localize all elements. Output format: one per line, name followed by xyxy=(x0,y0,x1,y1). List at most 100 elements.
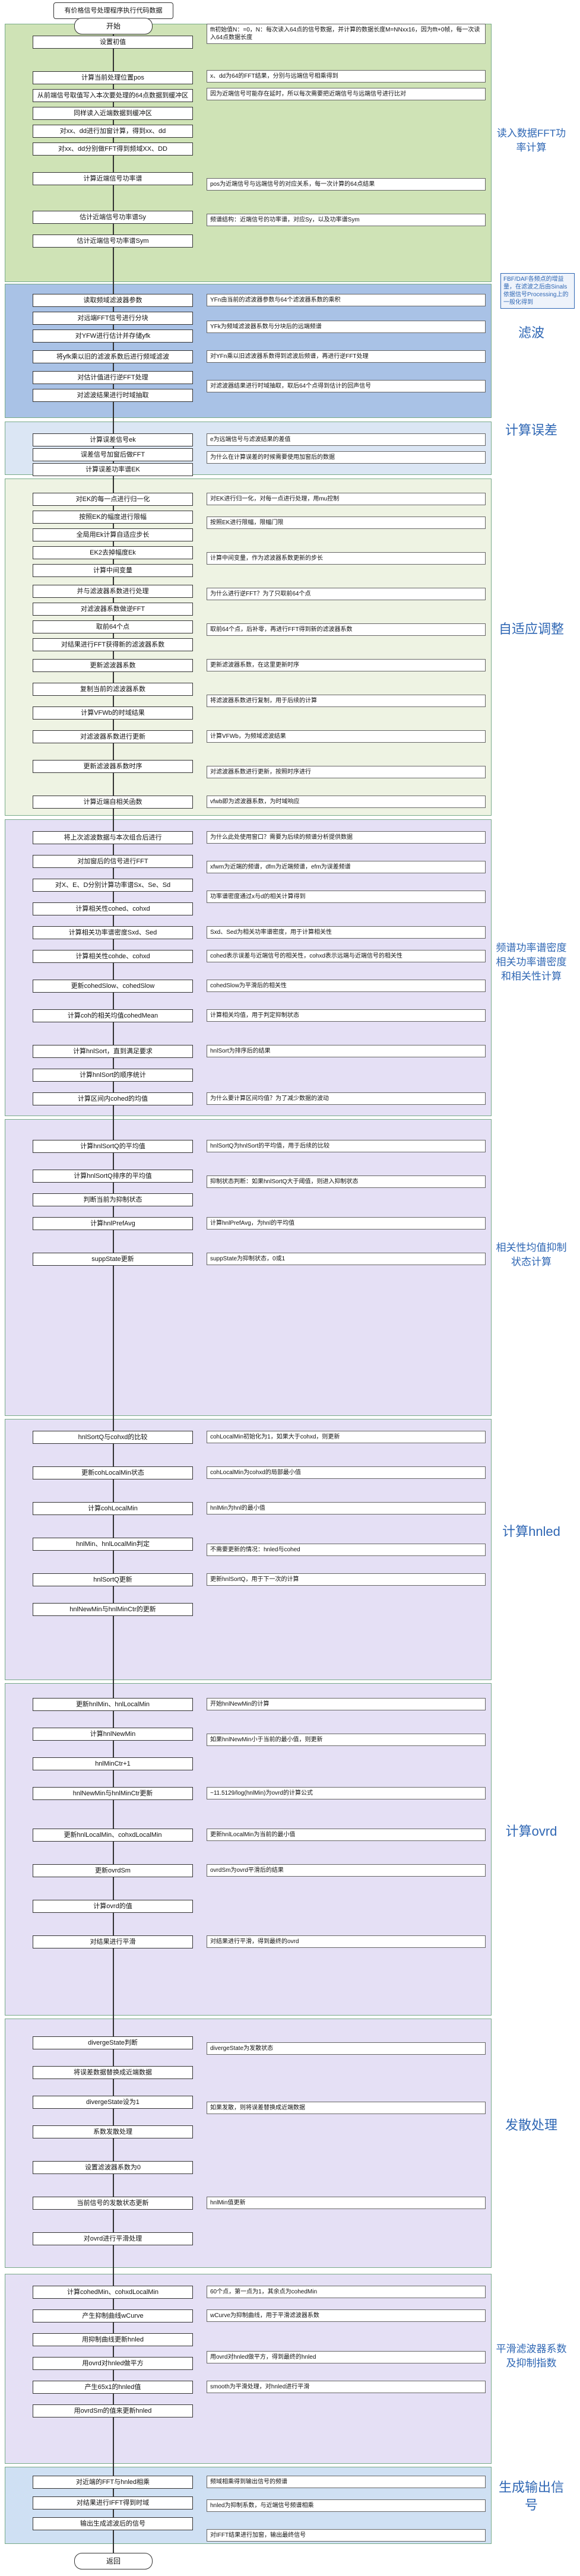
process-step: 计算hnlNewMin xyxy=(33,1728,193,1741)
process-step: 估计近端信号功率谱Sym xyxy=(33,235,193,248)
process-step: 计算近端信号功率谱 xyxy=(33,172,193,185)
annotation-note: 抑制状态判断：如果hnlSortQ大于阈值，则进入抑制状态 xyxy=(207,1175,486,1188)
process-step: 对滤波器系数进行更新 xyxy=(33,730,193,743)
annotation-note: hnlSortQ为hnlSort的平均值，用于后续的比较 xyxy=(207,1140,486,1152)
annotation-note: cohLocalMin为cohxd的局部最小值 xyxy=(207,1466,486,1479)
section-title-hnled: 计算hnled xyxy=(502,1524,560,1539)
annotation-note: 将滤波器系数进行复制，用于后续的计算 xyxy=(207,695,486,707)
section-title-divergence: 发散处理 xyxy=(505,2118,557,2133)
annotation-note: 频域相乘得到输出信号的频谱 xyxy=(207,2476,486,2488)
annotation-note: wCurve为抑制曲线，用于平滑滤波器系数 xyxy=(207,2309,486,2322)
annotation-note: hnlSort为排序后的结果 xyxy=(207,1045,486,1057)
process-step: 计算中间变量 xyxy=(33,564,193,577)
process-step: 将误差数据替换成近端数据 xyxy=(33,2066,193,2079)
annotation-note: hnlMin值更新 xyxy=(207,2197,486,2209)
process-step: 从前端信号取值写入本次要处理的64点数据到缓冲区 xyxy=(33,89,193,102)
process-step: 更新hnlLocalMin、cohxdLocalMin xyxy=(33,1829,193,1842)
process-step: 产生抑制曲线wCurve xyxy=(33,2309,193,2322)
process-step: hnlMinCtr+1 xyxy=(33,1757,193,1770)
process-step: 对YFW进行估计并存储yfk xyxy=(33,329,193,343)
process-step: 复制当前的滤波器系数 xyxy=(33,683,193,696)
annotation-note: 对滤波器结果进行时域抽取，取后64个点得到估计的回声信号 xyxy=(207,380,486,392)
process-step: 计算ovrd的值 xyxy=(33,1900,193,1913)
process-step: EK2去掉幅度Ek xyxy=(33,546,193,559)
annotation-note: pos为近端信号与远端信号的对应关系，每一次计算的64点结果 xyxy=(207,178,486,191)
process-step: 对结果进行IFFT得到时域 xyxy=(33,2496,193,2510)
process-step: 计算VFWb的时域结果 xyxy=(33,706,193,720)
section-title-filter: 滤波 xyxy=(518,325,544,340)
process-step: 更新hnlMin、hnlLocalMin xyxy=(33,1698,193,1711)
process-step: 计算区间内cohed的均值 xyxy=(33,1092,193,1105)
annotation-note: 功率谱密度通过x与d的相关计算得到 xyxy=(207,891,486,903)
annotation-note: YFk为频域滤波器系数与分块后的远端频谱 xyxy=(207,321,486,333)
process-step: 计算hnlSortQ排序的平均值 xyxy=(33,1170,193,1183)
section-title-density: 频谱功率谱密度相关功率谱密度和相关性计算 xyxy=(496,942,567,982)
process-step: 对加窗后的信号进行FFT xyxy=(33,855,193,868)
annotation-note: 更新hnlLocalMin为当前的最小值 xyxy=(207,1829,486,1841)
process-step: hnlNewMin与hnlMinCtr更新 xyxy=(33,1787,193,1800)
process-step: 计算cohedMin、cohxdLocalMin xyxy=(33,2286,193,2299)
section-title-fft: 读入数据FFT功率计算 xyxy=(496,127,566,153)
annotation-note: 用ovrd对hnled做平方，得到最终的hnled xyxy=(207,2351,486,2363)
process-step: 对滤波器系数做逆FFT xyxy=(33,603,193,616)
annotation-note: 对EK进行归一化，对每一点进行处理，用mu控制 xyxy=(207,493,486,505)
process-step: 取前64个点 xyxy=(33,620,193,633)
process-step: 计算相关性cohed、cohxd xyxy=(33,902,193,915)
process-step: divergeState设为1 xyxy=(33,2096,193,2109)
annotation-note: 频谱结构：近端信号的功率谱，对应Sy，以及功率谱Sym xyxy=(207,214,486,226)
annotation-note: 对YFn乘以旧滤波器系数得到滤波后频谱，再进行逆FFT处理 xyxy=(207,350,486,363)
process-step: 用ovrdSm的值来更新hnled xyxy=(33,2404,193,2417)
annotation-note: 因为近端信号可能存在延时，所以每次需要把近端信号与远端信号进行比对 xyxy=(207,88,486,100)
annotation-note: Sxd、Sed为相关功率谱密度，用于计算相关性 xyxy=(207,926,486,939)
annotation-note: 为什么在计算误差的时候需要使用加窗后的数据 xyxy=(207,451,486,464)
process-step: 系数发散处理 xyxy=(33,2125,193,2138)
annotation-note: 计算hnlPrefAvg，为hnl的平均值 xyxy=(207,1217,486,1230)
process-step: hnlSortQ更新 xyxy=(33,1573,193,1586)
annotation-note: 计算VFWb，为频域滤波结果 xyxy=(207,730,486,743)
annotation-note: 更新hnlSortQ，用于下一次的计算 xyxy=(207,1573,486,1586)
annotation-note: fft初始值N：=0，N：每次读入64点的信号数据，并计算的数据长度M=NNxx… xyxy=(207,24,486,44)
end-terminal: 返回 xyxy=(74,2553,153,2569)
annotation-note: hnled为抑制系数，与近端信号频谱相乘 xyxy=(207,2499,486,2512)
annotation-note: 开始hnlNewMin的计算 xyxy=(207,1698,486,1710)
annotation-note: hnlMin为hnl的最小值 xyxy=(207,1502,486,1514)
annotation-note: ~11.5129/log(hnlMin)为ovrd的计算公式 xyxy=(207,1787,486,1799)
process-step: 对X、E、D分别计算功率谱Sx、Se、Sd xyxy=(33,879,193,892)
annotation-note: 为什么要计算区间均值？为了减少数据的波动 xyxy=(207,1092,486,1105)
process-step: 计算误差信号ek xyxy=(33,433,193,446)
process-step: 当前信号的发散状态更新 xyxy=(33,2197,193,2210)
annotation-note: 对滤波器系数进行更新，按照时序进行 xyxy=(207,766,486,778)
process-step: 计算近端自相关函数 xyxy=(33,796,193,809)
annotation-note: 60个点，第一点为1，其余点为cohedMin xyxy=(207,2286,486,2298)
annotation-note: 不需要更新的情况：hnled与cohed xyxy=(207,1544,486,1556)
section-title-ovrd: 计算ovrd xyxy=(505,1824,557,1839)
process-step: divergeState判断 xyxy=(33,2036,193,2049)
process-step: 对滤波结果进行时域抽取 xyxy=(33,389,193,402)
annotation-note: suppState为抑制状态，0或1 xyxy=(207,1253,486,1265)
process-step: 对EK的每一点进行归一化 xyxy=(33,493,193,506)
annotation-note: ovrdSm为ovrd平滑后的结果 xyxy=(207,1864,486,1877)
annotation-note: xfwm为近端的频谱，dfm为近端频谱，efm为误差频谱 xyxy=(207,861,486,873)
annotation-note: 为什么进行逆FFT？为了只取前64个点 xyxy=(207,588,486,600)
annotation-note: 如果hnlNewMin小于当前的最小值，则更新 xyxy=(207,1734,486,1746)
process-step: 计算hnlPrefAvg xyxy=(33,1217,193,1230)
process-step: 计算hnlSort的顺序统计 xyxy=(33,1069,193,1082)
annotation-note: 取前64个点，后补零，再进行FFT得到新的滤波器系数 xyxy=(207,623,486,636)
process-step: 对远端FFT信号进行分块 xyxy=(33,312,193,325)
section-band-divergence xyxy=(5,2019,492,2268)
annotation-note: cohed表示误差与近端信号的相关性，cohxd表示远端与近端信号的相关性 xyxy=(207,950,486,962)
process-step: 计算hnlSortQ的平均值 xyxy=(33,1140,193,1153)
process-step: 产生65x1的hnled值 xyxy=(33,2381,193,2394)
annotation-note: vfwb即为滤波器系数，为时域响应 xyxy=(207,796,486,808)
annotation-note: 对IFFT结果进行加窗，输出最终信号 xyxy=(207,2529,486,2542)
process-step: 对估计值进行逆FFT处理 xyxy=(33,371,193,384)
process-step: 读取频域滤波器参数 xyxy=(33,294,193,307)
process-step: hnlNewMin与hnlMinCtr的更新 xyxy=(33,1603,193,1616)
process-step: hnlMin、hnlLocalMin判定 xyxy=(33,1538,193,1551)
process-step: 估计近端信号功率谱Sy xyxy=(33,211,193,224)
process-step: 计算cohLocalMin xyxy=(33,1502,193,1515)
section-title-smooth: 平滑滤波器系数及抑制指数 xyxy=(496,2343,567,2369)
process-step: 计算coh的相关均值cohedMean xyxy=(33,1009,193,1022)
start-terminal: 开始 xyxy=(74,18,153,34)
process-step: 更新滤波器系数时序 xyxy=(33,760,193,773)
